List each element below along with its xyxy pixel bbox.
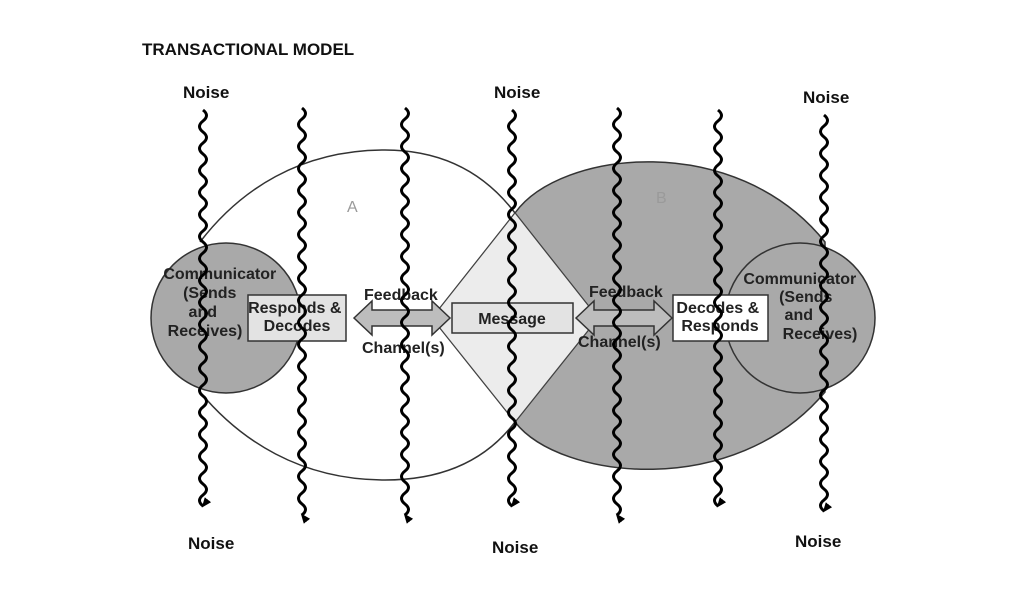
noise-wave-7 <box>819 113 833 513</box>
right-communicator-text: Communicator (Sends and Receives) <box>743 271 860 343</box>
region-a-label: A <box>347 199 358 216</box>
right-channel-label: Channel(s) <box>578 334 661 351</box>
noise-wave-2 <box>297 106 311 524</box>
responds-decodes-box <box>247 294 347 342</box>
left-communicator-text: Communicator (Sends and Receives) <box>163 266 280 340</box>
diagram-title: TRANSACTIONAL MODEL <box>142 40 354 59</box>
noise-waves <box>198 106 833 524</box>
region-b-label: B <box>656 190 667 207</box>
left-feedback-label: Feedback <box>364 287 438 304</box>
noise-label-bottom-right: Noise <box>795 532 841 551</box>
noise-label-top-right: Noise <box>803 88 849 107</box>
noise-wave-6 <box>713 108 727 508</box>
noise-wave-1 <box>198 108 212 508</box>
noise-wave-5 <box>612 106 626 524</box>
right-feedback-double-arrow <box>574 299 674 337</box>
noise-label-bottom-left: Noise <box>188 534 234 553</box>
noise-label-bottom-center: Noise <box>492 538 538 557</box>
noise-wave-4 <box>507 108 521 508</box>
noise-label-top-left: Noise <box>183 83 229 102</box>
noise-wave-3 <box>400 106 414 524</box>
right-feedback-label: Feedback <box>589 284 663 301</box>
noise-label-top-center: Noise <box>494 83 540 102</box>
responds-decodes-text: Responds & Decodes <box>248 300 346 335</box>
